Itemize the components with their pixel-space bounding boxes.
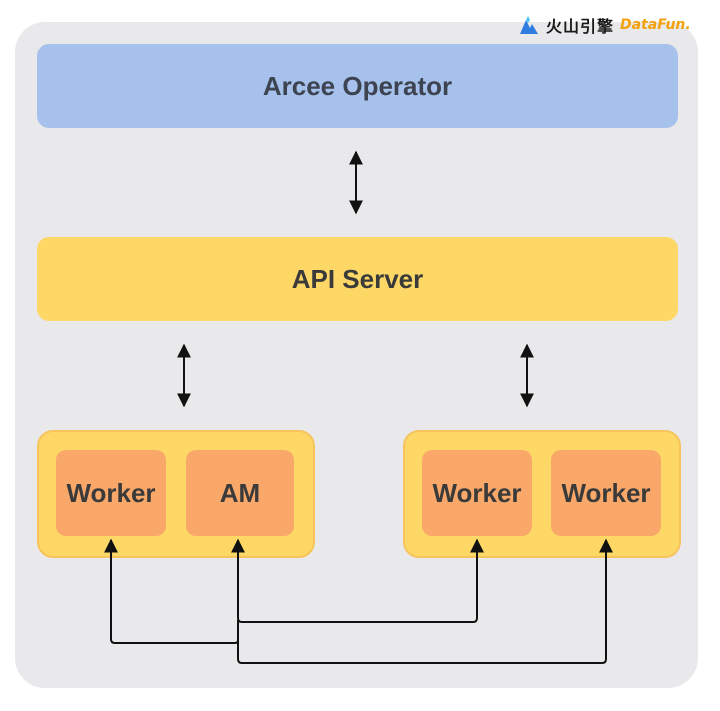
worker-node-left: Worker bbox=[56, 450, 166, 536]
am-node: AM bbox=[186, 450, 294, 536]
brand-logo: 火山引擎 DataFun. bbox=[518, 10, 691, 40]
worker-node-right-1: Worker bbox=[422, 450, 532, 536]
worker-node-right-2: Worker bbox=[551, 450, 661, 536]
arcee-operator-box: Arcee Operator bbox=[37, 44, 678, 128]
brand-name-cn: 火山引擎 bbox=[546, 17, 615, 36]
api-server-box: API Server bbox=[37, 237, 678, 321]
volcano-logo-icon bbox=[520, 16, 538, 34]
brand-name-partner: DataFun. bbox=[620, 17, 691, 33]
